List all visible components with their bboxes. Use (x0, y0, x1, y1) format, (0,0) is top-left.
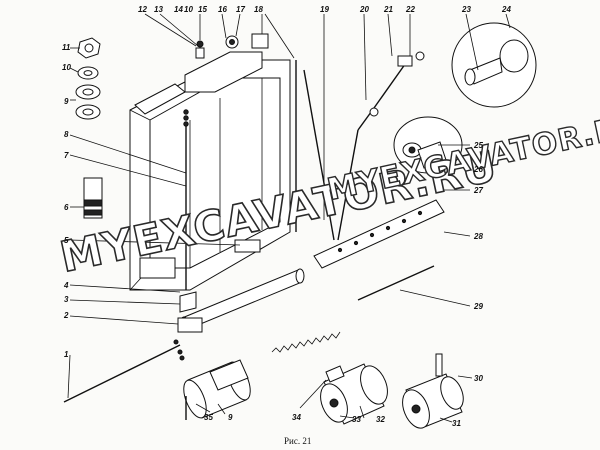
spring (271, 331, 341, 353)
coupling-right (402, 353, 464, 429)
callout-1: 1 (64, 350, 69, 359)
knob-assembly (451, 22, 537, 108)
callout-17: 17 (236, 5, 245, 14)
callout-14: 14 (174, 5, 183, 14)
figure-caption: Рис. 21 (284, 436, 311, 446)
long-shaft (357, 265, 435, 301)
callout-12: 12 (138, 5, 147, 14)
callout-3: 3 (64, 295, 69, 304)
radiator-frame (129, 33, 297, 291)
callout-5: 5 (64, 236, 69, 245)
callout-29: 29 (473, 302, 483, 311)
callout-22: 22 (405, 5, 415, 14)
lever-linkage (303, 51, 425, 241)
coupling-left (320, 363, 388, 425)
callout-26: 26 (473, 165, 483, 174)
callout-numbers: 11 10 9 8 7 6 5 4 3 2 1 12 13 14 10 15 1… (62, 5, 511, 428)
callout-9b: 9 (228, 413, 233, 422)
callout-6: 6 (64, 203, 69, 212)
callout-4: 4 (63, 281, 69, 290)
nut-washer-stack (75, 37, 101, 120)
callout-7: 7 (64, 151, 69, 160)
slotted-plate (313, 199, 445, 269)
hose-stub (83, 177, 103, 219)
callout-10: 10 (62, 63, 71, 72)
callout-31: 31 (452, 419, 461, 428)
callout-9: 9 (64, 97, 69, 106)
callout-18: 18 (254, 5, 263, 14)
callout-16: 16 (218, 5, 227, 14)
callout-24: 24 (501, 5, 511, 14)
callout-15: 15 (198, 5, 207, 14)
leader-lines (67, 13, 511, 423)
callout-25: 25 (473, 141, 483, 150)
callout-11: 11 (62, 43, 71, 52)
pivot-assembly (393, 116, 463, 174)
sleeve-top (209, 359, 249, 391)
callout-13: 13 (154, 5, 163, 14)
callout-10b: 10 (184, 5, 193, 14)
callout-33: 33 (352, 415, 361, 424)
callout-19: 19 (320, 5, 329, 14)
tube-2 (177, 317, 203, 333)
long-rod (63, 344, 181, 403)
callout-34: 34 (292, 413, 301, 422)
callout-35: 35 (204, 413, 213, 422)
callout-28: 28 (473, 232, 483, 241)
callout-32: 32 (376, 415, 385, 424)
bracket-clip (179, 291, 197, 313)
callout-20: 20 (359, 5, 369, 14)
callout-23: 23 (461, 5, 471, 14)
callout-21: 21 (383, 5, 393, 14)
callout-27: 27 (473, 186, 483, 195)
callout-2: 2 (63, 311, 69, 320)
callout-30: 30 (474, 374, 483, 383)
callout-8: 8 (64, 130, 69, 139)
